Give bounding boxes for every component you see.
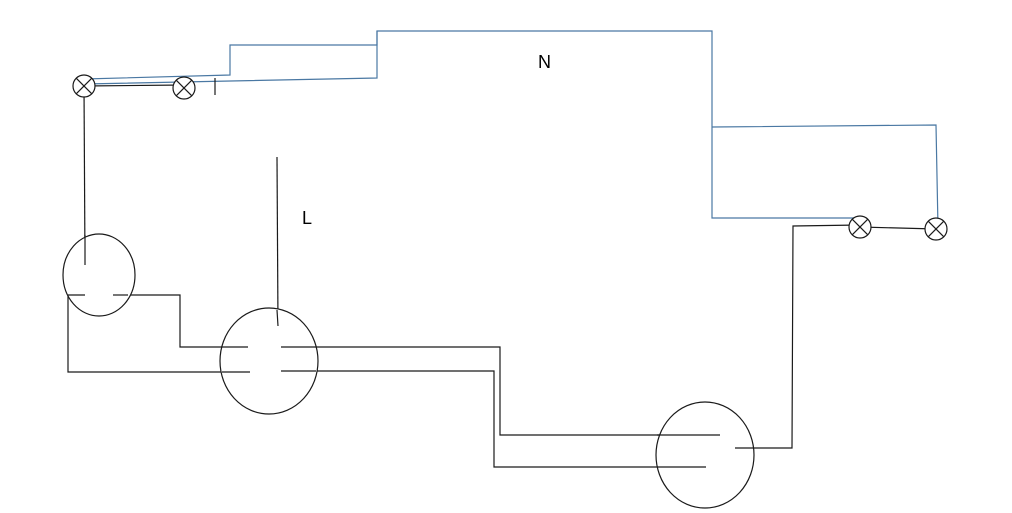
traveller-left-upper <box>113 294 248 348</box>
lamp-link-right <box>859 226 937 230</box>
traveller-right-upper <box>281 346 720 436</box>
live-label: L <box>302 208 312 228</box>
neutral-wiring <box>83 30 939 229</box>
switch-right <box>655 401 755 509</box>
traveller-right-lower <box>281 370 706 468</box>
neutral-label: N <box>538 52 551 72</box>
lamp-icon <box>172 76 196 100</box>
lamp-icon <box>848 215 872 239</box>
lamp-link-top <box>83 84 185 87</box>
lamps <box>72 74 948 241</box>
switches <box>62 233 755 509</box>
live-wiring <box>67 78 937 468</box>
neutral-wire-top-inner <box>83 30 860 219</box>
switch-right-to-lamps <box>735 224 861 449</box>
live-feed-line <box>276 156 279 327</box>
switch-left <box>62 233 136 317</box>
lamp-icon <box>72 74 96 98</box>
lamp-icon <box>924 217 948 241</box>
switch-middle <box>219 307 319 415</box>
neutral-wire-right-loop <box>711 124 939 229</box>
